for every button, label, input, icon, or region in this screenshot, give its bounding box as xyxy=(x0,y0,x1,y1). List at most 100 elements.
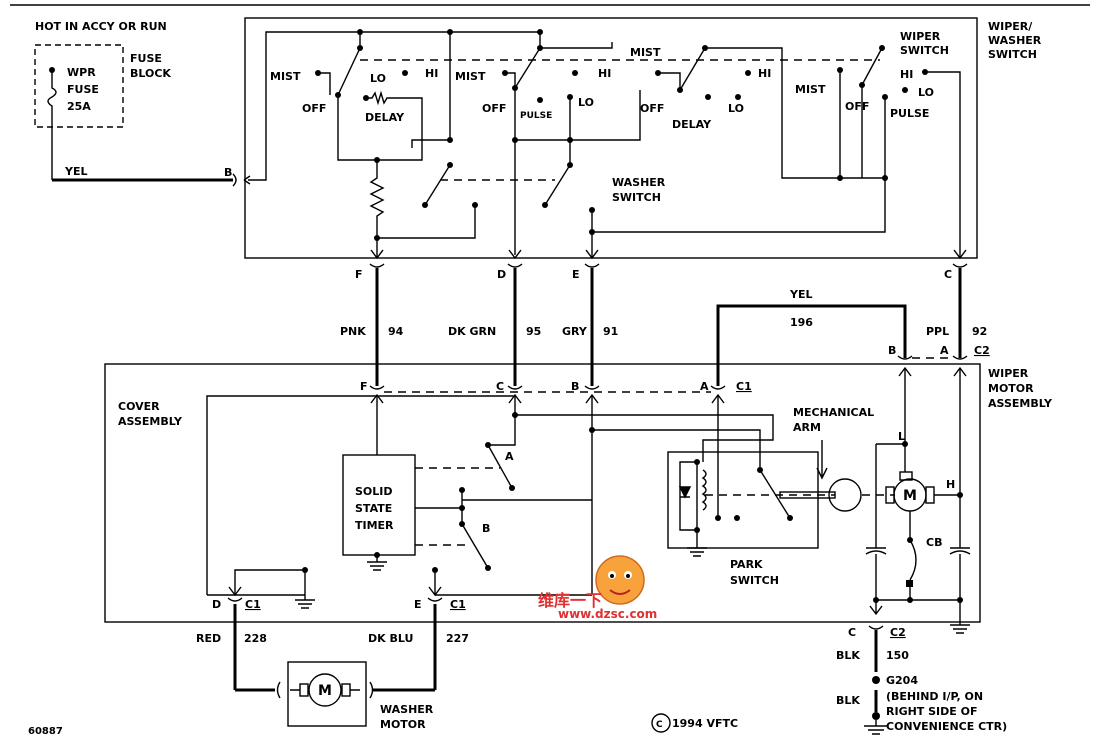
a-arrow-down xyxy=(953,366,967,377)
copyright-circle xyxy=(651,713,671,733)
sw3-mist-wire xyxy=(658,72,681,90)
sw1-off-return xyxy=(337,95,377,161)
dkblu-label: DK BLU xyxy=(368,632,413,645)
wire-yel-196 xyxy=(716,304,907,386)
hot-in-accy-label: HOT IN ACCY OR RUN xyxy=(35,20,167,33)
conn-d-symbol xyxy=(507,263,523,268)
conn-e-arrow xyxy=(585,249,599,260)
copyright-symbol: C xyxy=(656,720,663,730)
c-bus xyxy=(515,414,774,462)
c1-a-label: A xyxy=(700,380,709,393)
left-capacitor xyxy=(865,547,887,555)
fuse-block-label-1: FUSE xyxy=(130,52,162,65)
off-label-4: OFF xyxy=(845,100,869,113)
conn-b-symbol xyxy=(232,173,237,187)
c1-d-label: D xyxy=(212,598,221,611)
wiper-washer-switch-box xyxy=(244,17,978,259)
pnk-label: PNK xyxy=(340,325,366,338)
f-arrow-up xyxy=(370,393,384,404)
c2-c-label: C xyxy=(848,626,856,639)
fuse-label: FUSE xyxy=(67,83,99,96)
washer-motor-label-1: WASHER xyxy=(380,703,434,716)
cover-ground xyxy=(295,595,315,609)
washer-motor-box xyxy=(287,661,367,727)
c1-a-symbol xyxy=(710,385,726,390)
feed-wire xyxy=(248,31,360,181)
blk-label-1: BLK xyxy=(836,649,860,662)
sw3-bus xyxy=(705,47,885,179)
conn-f-label: F xyxy=(355,268,363,281)
right-capacitor xyxy=(949,547,971,555)
sw2-mist-wire xyxy=(505,72,516,88)
circuit-breaker xyxy=(909,539,917,581)
sw2-lo-bus xyxy=(515,90,641,141)
conn-f-arrow xyxy=(370,249,384,260)
lo-label-2: LO xyxy=(578,96,594,109)
conn-c-label: C xyxy=(944,268,952,281)
mechanical-arm xyxy=(779,491,836,499)
yel-label: YEL xyxy=(64,165,88,178)
b-arrow-down xyxy=(898,366,912,377)
mist-label-2: MIST xyxy=(455,70,486,83)
park-coil xyxy=(701,469,707,511)
c1-f-symbol xyxy=(369,385,385,390)
switch-b-label: B xyxy=(482,522,490,535)
copyright-label: 1994 VFTC xyxy=(672,717,738,730)
red-label: RED xyxy=(196,632,221,645)
washer-sw-blade-1 xyxy=(424,164,451,206)
c1-c-symbol xyxy=(507,385,523,390)
b-arrow-up xyxy=(585,393,599,404)
fuse-block-box xyxy=(34,44,124,128)
wiper-motor-assembly-label-2: MOTOR xyxy=(988,382,1034,395)
c2-b-symbol xyxy=(897,355,913,360)
wire-91-label: 91 xyxy=(603,325,618,338)
cover-assembly-label-2: ASSEMBLY xyxy=(118,415,183,428)
sw4-hi-to-c xyxy=(925,71,961,258)
switch-a-label: A xyxy=(505,450,514,463)
fuse-element xyxy=(47,70,57,180)
c1-label-top: C1 xyxy=(736,380,752,393)
hi-label-2: HI xyxy=(598,67,611,80)
wiper-motor-assembly-label-3: ASSEMBLY xyxy=(988,397,1053,410)
wiper-washer-switch-label-1: WIPER/ xyxy=(988,20,1033,33)
wire-196-label: 196 xyxy=(790,316,813,329)
blk-label-2: BLK xyxy=(836,694,860,707)
mechanical-arm-label-2: ARM xyxy=(793,421,821,434)
motor-m-label: M xyxy=(903,488,917,504)
conn-c-arrow xyxy=(953,249,967,260)
gry-label: GRY xyxy=(562,325,588,338)
a-arrow-up xyxy=(711,393,725,404)
c1-b-label: B xyxy=(571,380,579,393)
wiper-washer-switch-label-2: WASHER xyxy=(988,34,1042,47)
top-bus xyxy=(360,31,541,48)
wire-95-label: 95 xyxy=(526,325,541,338)
c-to-sw-a xyxy=(488,415,516,446)
l-label: L xyxy=(898,430,905,443)
c1-e-label: E xyxy=(414,598,422,611)
document-number: 60887 xyxy=(28,726,63,737)
c1-b-symbol xyxy=(584,385,600,390)
conn-b-label: B xyxy=(224,166,232,179)
park-diode xyxy=(678,486,692,499)
c2-a-label: A xyxy=(940,344,949,357)
washer-switch-label-1: WASHER xyxy=(612,176,666,189)
timer-label-1: SOLID xyxy=(355,485,393,498)
wire-227-label: 227 xyxy=(446,632,469,645)
g204-ground-symbol xyxy=(864,720,888,735)
top-bus-2 xyxy=(540,42,613,49)
off-label-1: OFF xyxy=(302,102,326,115)
park-switch-blade xyxy=(759,469,791,519)
c1-d-symbol xyxy=(227,597,243,602)
motor-case-ground xyxy=(950,624,970,634)
conn-d-arrow xyxy=(508,249,522,260)
washer-feed-wire xyxy=(411,32,451,148)
park-switch-label-2: SWITCH xyxy=(730,574,779,587)
washer-motor-label-2: MOTOR xyxy=(380,718,426,731)
ppl-label: PPL xyxy=(926,325,949,338)
hi-label-4: HI xyxy=(900,68,913,81)
c2-label-top: C2 xyxy=(974,344,990,357)
c2-c-symbol xyxy=(868,625,884,630)
c2-label-bottom: C2 xyxy=(890,626,906,639)
